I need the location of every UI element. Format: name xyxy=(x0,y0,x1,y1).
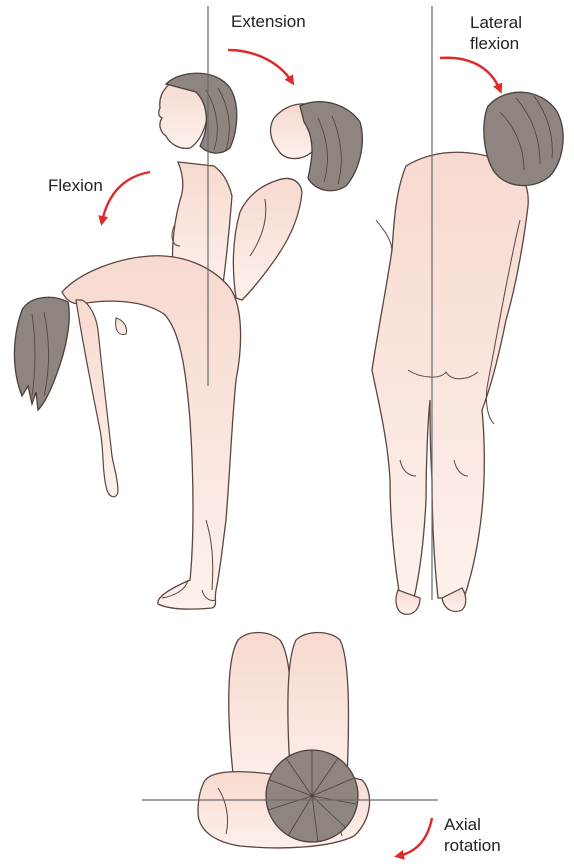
lateral-flexion-figure xyxy=(372,152,528,598)
flexion-figure xyxy=(14,256,240,609)
extension-label-text: Extension xyxy=(231,12,306,31)
axial-rotation-label-line1: Axial xyxy=(444,814,501,835)
extension-label: Extension xyxy=(231,11,306,32)
lateral-flexion-group xyxy=(372,6,563,614)
lateral-flexion-arrow xyxy=(440,58,500,90)
lateral-flexion-label-line2: flexion xyxy=(470,33,522,54)
axial-rotation-arrow xyxy=(398,818,432,856)
flexion-label: Flexion xyxy=(48,175,103,196)
axial-rotation-label-line2: rotation xyxy=(444,835,501,856)
lateral-flexion-label: Lateral flexion xyxy=(470,12,522,54)
flexion-extension-group xyxy=(14,6,362,609)
axial-rotation-group xyxy=(142,633,438,857)
axial-rotation-label: Axial rotation xyxy=(444,814,501,856)
lateral-flexion-label-line1: Lateral xyxy=(470,12,522,33)
extension-arrow xyxy=(228,50,292,82)
flexion-label-text: Flexion xyxy=(48,176,103,195)
flexion-hair xyxy=(14,297,69,410)
flexion-arrow xyxy=(102,172,150,222)
extension-figure xyxy=(233,102,362,300)
